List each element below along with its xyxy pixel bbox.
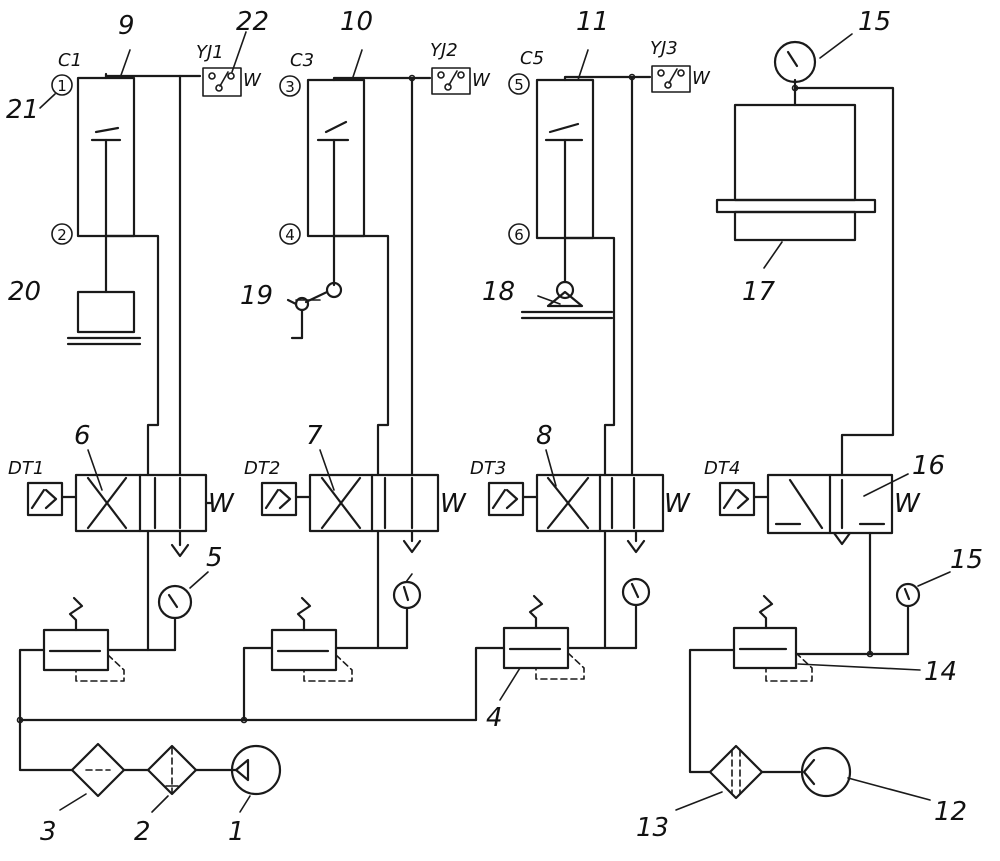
label-4: 4	[486, 703, 503, 733]
pump-1	[230, 744, 282, 796]
label-21: 21	[6, 95, 39, 125]
valve-16	[718, 473, 894, 546]
label-15-bottom: 15	[950, 545, 983, 575]
pressure-switch-yj3	[651, 65, 691, 93]
label-8: 8	[536, 421, 553, 451]
label-w-valve16: W	[894, 489, 921, 519]
label-10: 10	[340, 7, 373, 37]
label-dt3: DT3	[470, 458, 506, 479]
label-w-valve7: W	[440, 489, 467, 519]
label-16: 16	[912, 451, 945, 481]
svg-text:6: 6	[514, 226, 524, 244]
label-3: 3	[40, 817, 57, 847]
svg-text:2: 2	[57, 226, 67, 244]
label-14: 14	[924, 657, 957, 687]
label-11: 11	[576, 7, 609, 37]
port-marker-5: 5	[508, 73, 530, 95]
label-dt1: DT1	[8, 458, 44, 479]
label-w-valve8: W	[664, 489, 691, 519]
label-w-valve6: W	[208, 489, 235, 519]
valve-8	[487, 473, 665, 554]
label-dt4: DT4	[704, 458, 740, 479]
pressure-switch-yj1	[202, 67, 242, 97]
label-18: 18	[482, 277, 515, 307]
port-marker-4: 4	[279, 223, 301, 245]
label-15-top: 15	[858, 7, 891, 37]
label-c5: C5	[520, 48, 544, 69]
cylinder-9	[66, 76, 142, 346]
label-22: 22	[236, 7, 269, 37]
svg-text:4: 4	[285, 226, 295, 244]
label-19: 19	[240, 281, 273, 311]
label-12: 12	[934, 797, 967, 827]
port-marker-6: 6	[508, 223, 530, 245]
filter-3	[70, 742, 126, 798]
port-marker-1: 1	[51, 74, 73, 96]
label-c3: C3	[290, 50, 314, 71]
valve-6	[26, 473, 214, 558]
pressure-gauge-8-line	[621, 577, 651, 607]
press-17	[715, 78, 877, 242]
label-dt2: DT2	[244, 458, 280, 479]
svg-text:1: 1	[57, 77, 67, 95]
filter-2	[146, 744, 198, 796]
svg-text:5: 5	[514, 76, 524, 94]
label-1: 1	[228, 817, 245, 847]
label-20: 20	[8, 277, 41, 307]
label-17: 17	[742, 277, 776, 307]
pressure-gauge-5	[157, 584, 193, 620]
cylinder-11	[520, 78, 614, 320]
reducing-valve-4	[502, 594, 585, 680]
label-6: 6	[74, 421, 91, 451]
pressure-switch-yj2	[431, 67, 471, 95]
pressure-gauge-7-line	[392, 580, 422, 610]
reducing-valve-7	[270, 596, 353, 682]
cylinder-10	[286, 78, 366, 340]
port-marker-3: 3	[279, 75, 301, 97]
label-yj2: YJ2	[430, 40, 458, 61]
pipes-upper	[104, 72, 895, 477]
labels: 9 10 11 22 15 21 20 19 18 17 6 7 8 16 5 …	[6, 7, 983, 847]
label-yj3: YJ3	[650, 38, 678, 59]
reducing-valve-14	[732, 594, 813, 682]
pressure-gauge-15-top	[773, 40, 817, 84]
label-2: 2	[134, 817, 151, 847]
pump-12	[800, 746, 852, 798]
label-w-yj2: W	[472, 70, 491, 91]
pipes-lower	[16, 529, 910, 774]
label-5: 5	[206, 543, 223, 573]
label-7: 7	[306, 421, 323, 451]
reducing-valve-left	[42, 596, 125, 682]
leader-lines	[39, 31, 951, 813]
label-w-yj1: W	[243, 70, 262, 91]
label-yj1: YJ1	[196, 42, 224, 63]
label-w-yj3: W	[692, 68, 711, 89]
filter-13	[708, 744, 764, 800]
svg-text:3: 3	[285, 78, 295, 96]
label-9: 9	[118, 11, 135, 41]
label-c1: C1	[58, 50, 82, 71]
port-marker-2: 2	[51, 223, 73, 245]
label-13: 13	[636, 813, 669, 843]
valve-7	[260, 473, 440, 554]
pressure-gauge-15-bottom	[895, 582, 921, 608]
